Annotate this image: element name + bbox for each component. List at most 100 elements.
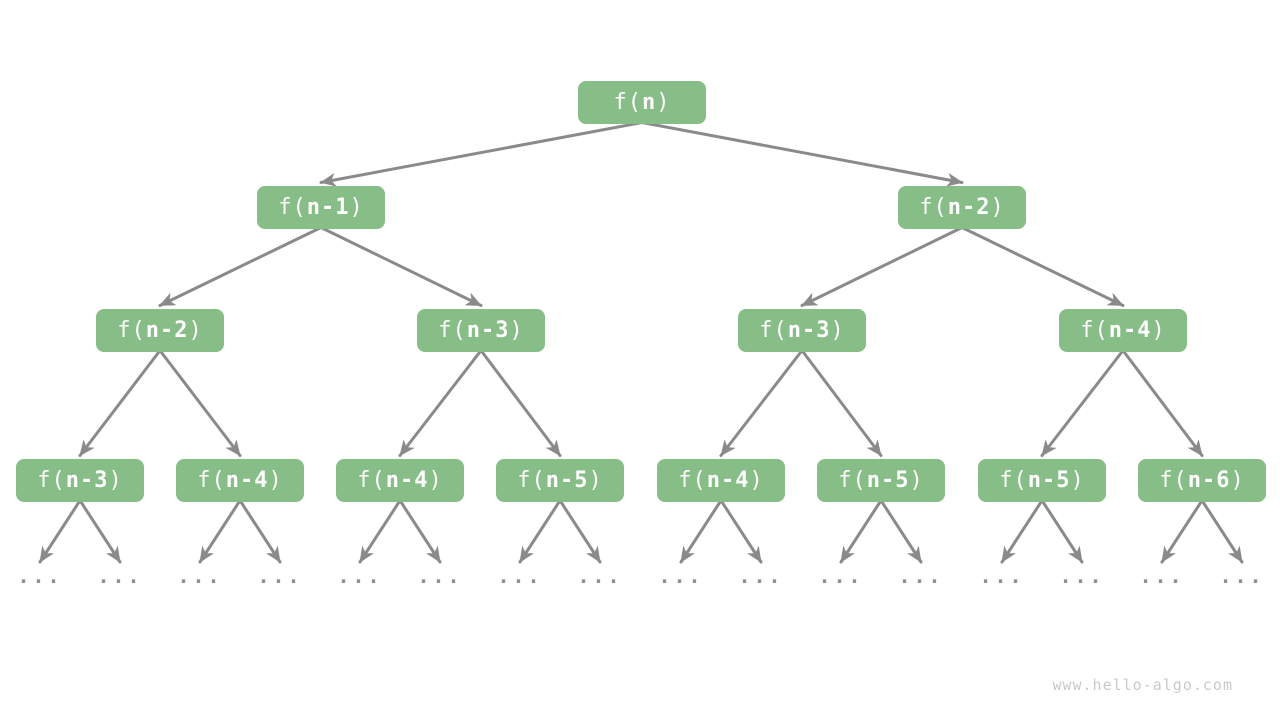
tree-edge-arrow [158, 349, 242, 457]
node-label-bold: n-1 [306, 194, 350, 220]
ellipsis-leaf: ... [898, 564, 944, 588]
tree-edge-arrow [479, 349, 562, 457]
tree-edge-arrow [800, 226, 964, 307]
ellipsis-leaf: ... [1059, 564, 1105, 588]
node-label-post: ) [349, 194, 364, 220]
node-label-pre: f( [613, 89, 642, 115]
tree-edge-arrow [960, 226, 1125, 307]
node-label-bold: n [642, 89, 657, 115]
tree-node-l3: f(n-4) [336, 458, 464, 502]
node-label-pre: f( [1080, 317, 1109, 343]
ellipsis-leaf: ... [97, 564, 143, 588]
tree-edge-arrow [719, 349, 804, 457]
node-label-post: ) [749, 467, 764, 493]
node-label-pre: f( [117, 317, 146, 343]
tree-edge-arrow [158, 226, 323, 307]
tree-edge-arrow [1121, 349, 1204, 457]
ellipsis-leaf: ... [417, 564, 463, 588]
node-label-pre: f( [838, 467, 867, 493]
tree-edge-arrow [319, 121, 644, 187]
ellipsis-leaf: ... [738, 564, 784, 588]
node-label-bold: n-5 [545, 467, 589, 493]
node-label-bold: n-5 [1027, 467, 1071, 493]
ellipsis-leaf: ... [658, 564, 704, 588]
node-label-post: ) [588, 467, 603, 493]
ellipsis-leaf: ... [177, 564, 223, 588]
tree-node-n: f(n) [578, 80, 706, 124]
ellipsis-leaf: ... [818, 564, 864, 588]
node-label-pre: f( [37, 467, 66, 493]
node-label-pre: f( [999, 467, 1028, 493]
tree-edge-arrow [358, 499, 402, 564]
tree-node-n1b: f(n-3) [417, 308, 545, 352]
node-label-bold: n-2 [947, 194, 991, 220]
tree-edge-arrow [78, 349, 162, 457]
tree-edge-arrow [800, 349, 883, 457]
tree-edge-arrow [839, 499, 883, 564]
node-label-post: ) [656, 89, 671, 115]
tree-node-l2: f(n-4) [176, 458, 304, 502]
tree-node-l7: f(n-5) [978, 458, 1106, 502]
ellipsis-leaf: ... [577, 564, 623, 588]
tree-edge-arrow [38, 499, 82, 564]
node-label-pre: f( [438, 317, 467, 343]
node-label-bold: n-3 [466, 317, 510, 343]
tree-edge-arrow [398, 499, 442, 564]
tree-node-n2: f(n-2) [898, 185, 1026, 229]
ellipsis-leaf: ... [337, 564, 383, 588]
tree-node-n1a: f(n-2) [96, 308, 224, 352]
tree-edge-arrow [198, 499, 242, 564]
tree-edge-arrow [1040, 499, 1084, 564]
tree-edge-arrow [640, 121, 964, 187]
node-label-post: ) [108, 467, 123, 493]
node-label-post: ) [188, 317, 203, 343]
node-label-pre: f( [357, 467, 386, 493]
ellipsis-leaf: ... [1219, 564, 1265, 588]
tree-node-l5: f(n-4) [657, 458, 785, 502]
tree-edge-arrow [1160, 499, 1204, 564]
node-label-bold: n-4 [1108, 317, 1152, 343]
tree-node-n1: f(n-1) [257, 185, 385, 229]
node-label-bold: n-3 [787, 317, 831, 343]
tree-node-l8: f(n-6) [1138, 458, 1266, 502]
node-label-pre: f( [278, 194, 307, 220]
tree-edge-arrow [398, 349, 483, 457]
node-label-post: ) [909, 467, 924, 493]
tree-edge-arrow [319, 226, 483, 307]
tree-edge-arrow [1200, 499, 1244, 564]
node-label-pre: f( [517, 467, 546, 493]
ellipsis-leaf: ... [257, 564, 303, 588]
node-label-pre: f( [678, 467, 707, 493]
tree-edge-arrow [719, 499, 763, 564]
tree-edge-arrow [1040, 349, 1125, 457]
ellipsis-leaf: ... [1139, 564, 1185, 588]
node-label-pre: f( [197, 467, 226, 493]
node-label-bold: n-5 [866, 467, 910, 493]
tree-edge-arrow [558, 499, 602, 564]
node-label-post: ) [428, 467, 443, 493]
tree-node-l4: f(n-5) [496, 458, 624, 502]
ellipsis-leaf: ... [497, 564, 543, 588]
tree-edge-arrow [78, 499, 122, 564]
node-label-bold: n-3 [65, 467, 109, 493]
node-label-bold: n-4 [706, 467, 750, 493]
tree-node-n2b: f(n-4) [1059, 308, 1187, 352]
node-label-bold: n-4 [385, 467, 429, 493]
node-label-pre: f( [759, 317, 788, 343]
tree-edge-arrow [518, 499, 562, 564]
node-label-pre: f( [1159, 467, 1188, 493]
node-label-post: ) [990, 194, 1005, 220]
tree-edge-arrow [679, 499, 723, 564]
node-label-pre: f( [919, 194, 948, 220]
node-label-post: ) [1230, 467, 1245, 493]
node-label-bold: n-2 [145, 317, 189, 343]
node-label-bold: n-4 [225, 467, 269, 493]
node-label-bold: n-6 [1187, 467, 1231, 493]
tree-edge-arrow [879, 499, 923, 564]
tree-edge-arrow [1000, 499, 1044, 564]
node-label-post: ) [268, 467, 283, 493]
ellipsis-leaf: ... [17, 564, 63, 588]
